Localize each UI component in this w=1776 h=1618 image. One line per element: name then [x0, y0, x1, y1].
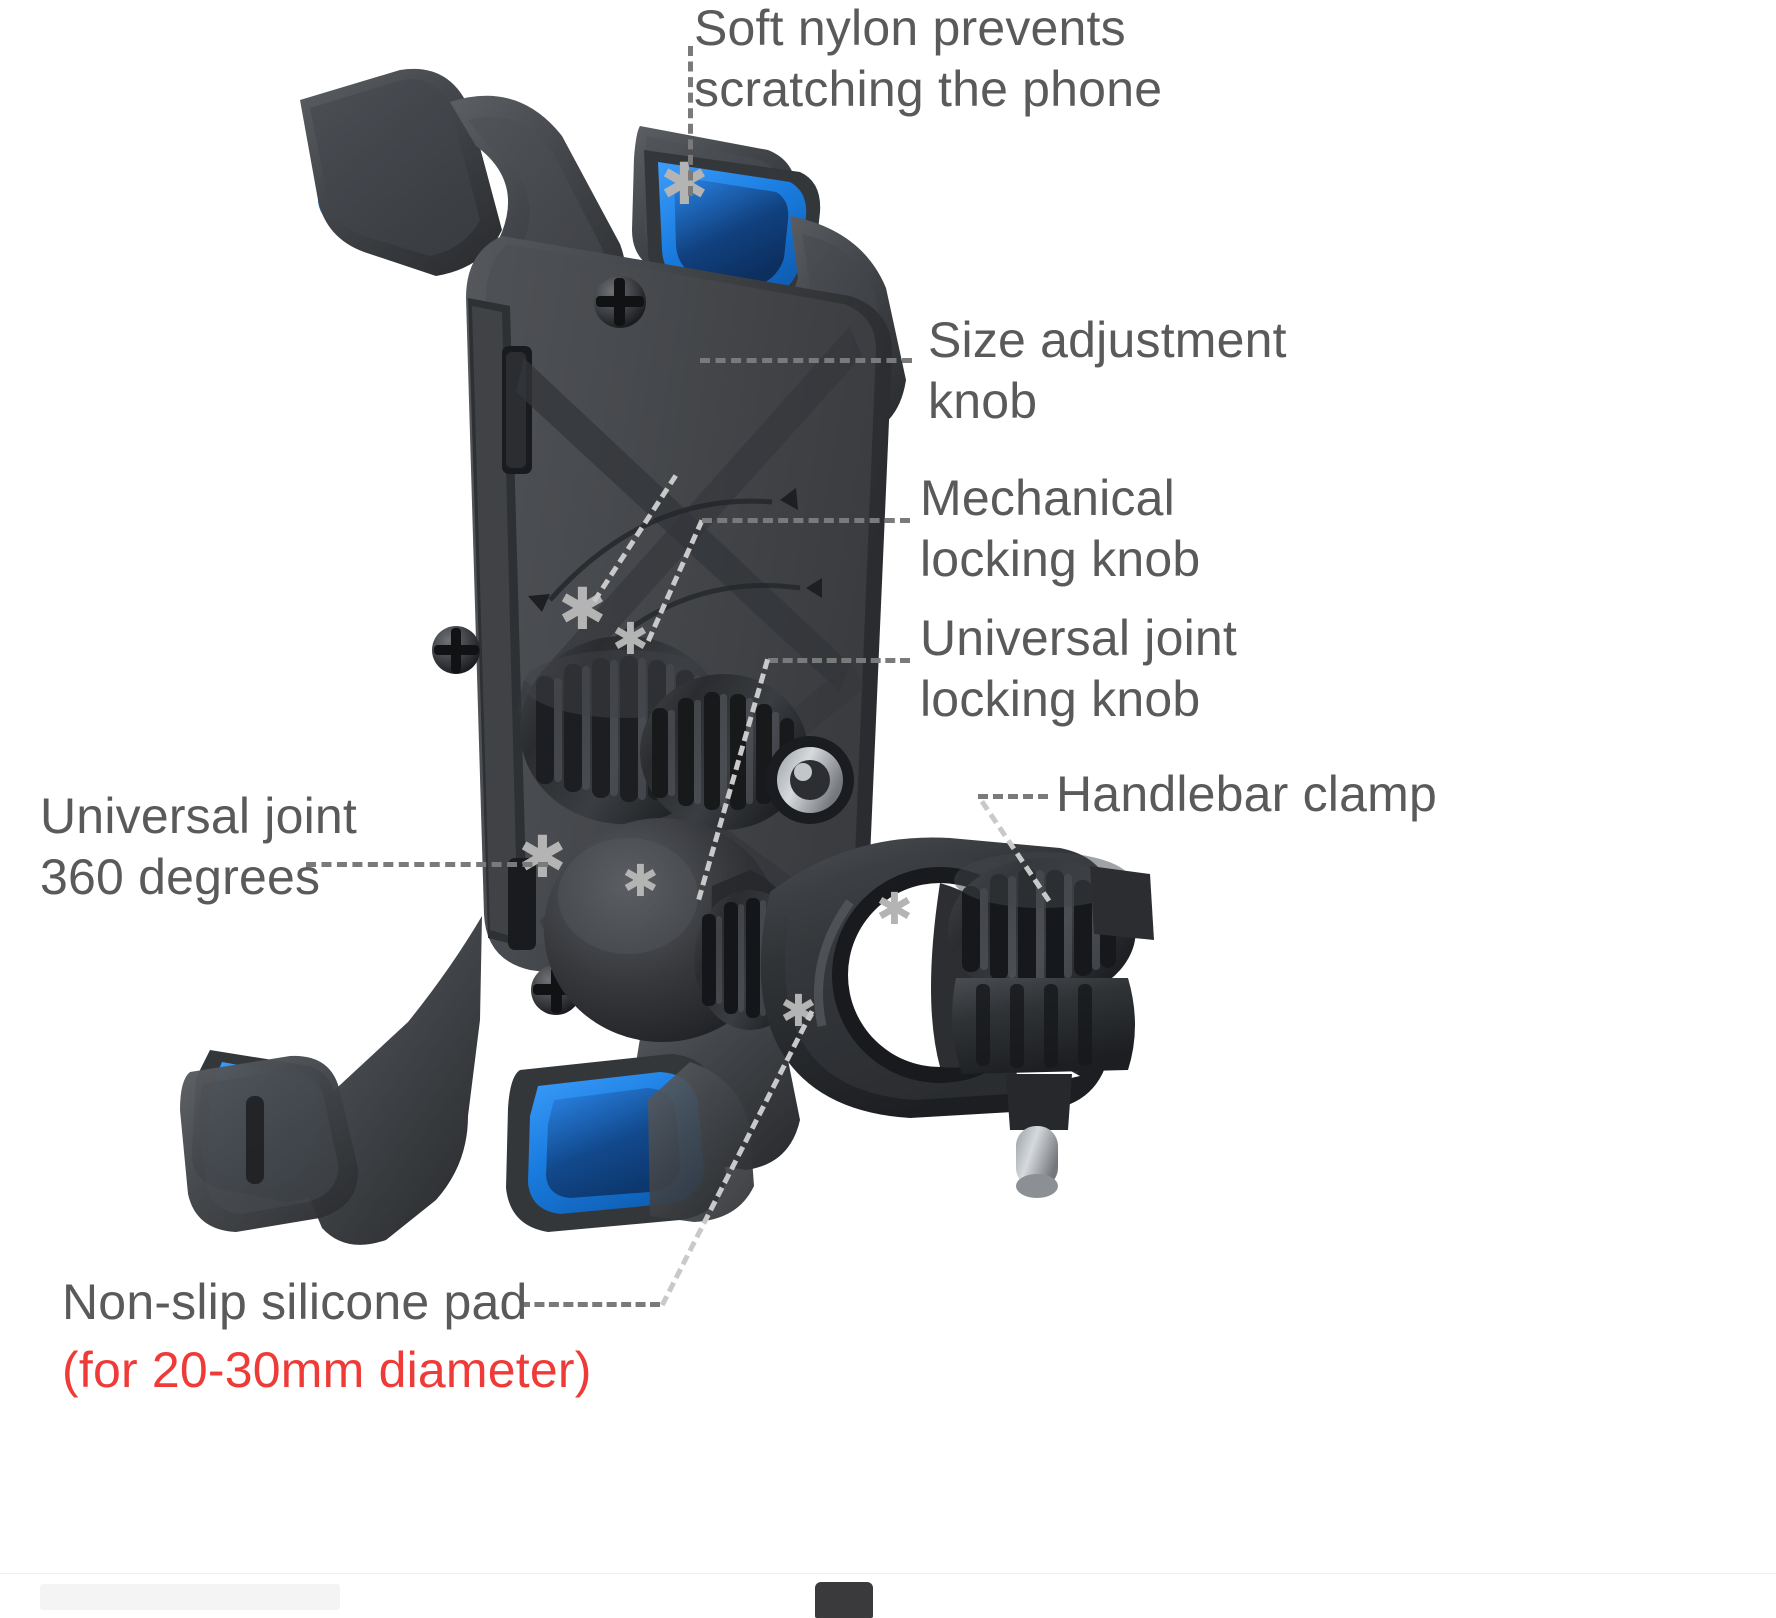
callout-size-adjustment-knob-line1: Size adjustment [928, 312, 1287, 368]
callout-universal-joint-locking-knob: Universal joint locking knob [920, 608, 1237, 730]
callout-soft-nylon-line1: Soft nylon prevents [694, 0, 1126, 56]
asterisk-marker-silicone-pad: ✱ [780, 986, 817, 1037]
callout-non-slip-silicone-pad-line1: Non-slip silicone pad [62, 1274, 528, 1330]
callout-universal-joint-locking-knob-line2: locking knob [920, 671, 1201, 727]
callout-universal-joint-360-line2: 360 degrees [40, 849, 321, 905]
callout-mechanical-locking-knob-line1: Mechanical [920, 470, 1175, 526]
callout-soft-nylon-line2: scratching the phone [694, 61, 1163, 117]
callout-universal-joint-360-line1: Universal joint [40, 788, 358, 844]
callout-universal-joint-360: Universal joint 360 degrees [40, 786, 357, 908]
callout-handlebar-clamp: Handlebar clamp [1056, 764, 1437, 825]
callout-mechanical-locking-knob: Mechanical locking knob [920, 468, 1200, 590]
callout-size-adjustment-knob: Size adjustment knob [928, 310, 1287, 432]
callout-mechanical-locking-knob-line2: locking knob [920, 531, 1201, 587]
callout-diameter-range: (for 20-30mm diameter) [62, 1340, 592, 1401]
next-image-strip [0, 1573, 1776, 1618]
asterisk-marker-nylon-pad: ✱ [660, 150, 709, 218]
next-image-ghost-object [815, 1582, 873, 1618]
asterisk-marker-handlebar-clamp: ✱ [876, 884, 913, 935]
asterisk-marker-uj-locking-knob: ✱ [622, 856, 659, 907]
asterisk-marker-mechanical-knob: ✱ [612, 614, 649, 665]
callout-soft-nylon: Soft nylon prevents scratching the phone [694, 0, 1162, 120]
callout-universal-joint-locking-knob-line1: Universal joint [920, 610, 1238, 666]
callout-diameter-range-line: (for 20-30mm diameter) [62, 1342, 592, 1398]
asterisk-marker-universal-joint: ✱ [518, 823, 567, 891]
product-illustration [150, 40, 1170, 1340]
callout-handlebar-clamp-line1: Handlebar clamp [1056, 766, 1437, 822]
next-image-ghost-text [40, 1584, 340, 1610]
callout-non-slip-silicone-pad: Non-slip silicone pad [62, 1272, 528, 1333]
asterisk-marker-size-knob: ✱ [558, 575, 607, 643]
callout-size-adjustment-knob-line2: knob [928, 373, 1038, 429]
